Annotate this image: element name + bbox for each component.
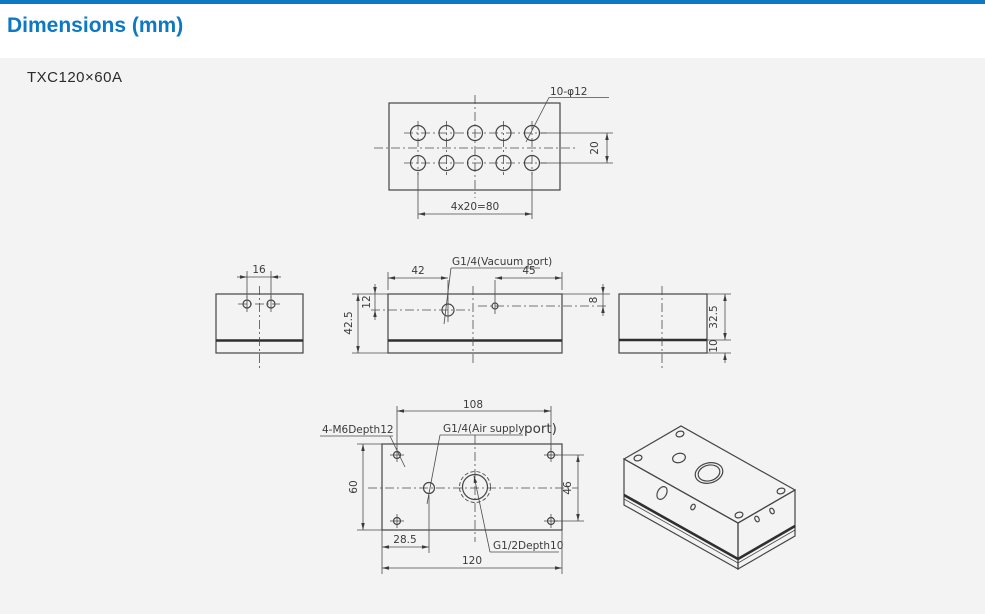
dim-depth: 60	[348, 480, 360, 493]
dim-mount-hole-span: 108	[463, 399, 483, 411]
top-accent-bar	[0, 0, 985, 4]
center-thread-label: G1/2Depth10	[493, 540, 563, 552]
right-side-view: 32.5 10	[618, 286, 731, 370]
front-view: G1/4(Vacuum port) 42 45 12 42.5	[343, 256, 610, 366]
dim-air-port-offset: 28.5	[393, 534, 416, 546]
dim-port-from-top: 12	[361, 295, 373, 308]
g12-thread-outer	[459, 471, 491, 503]
dim-port-from-left: 42	[411, 265, 424, 277]
g12-thread-inner	[461, 473, 489, 501]
page-title: Dimensions (mm)	[7, 14, 184, 37]
air-supply-label-suffix: port)	[524, 421, 557, 437]
through-holes	[409, 124, 541, 172]
dim-hole-from-right: 45	[522, 265, 535, 277]
dim-column-pitch: 4x20=80	[451, 201, 499, 213]
dim-mount-hole-pitch: 46	[562, 481, 574, 495]
iso-side-port-hole	[656, 486, 668, 500]
mount-thread-label: 4-M6Depth12	[322, 424, 394, 436]
left-side-view: 16	[215, 264, 304, 370]
dim-plate-height: 10	[708, 339, 720, 352]
top-hole-callout: 10-φ12	[550, 86, 587, 98]
iso-g12-hole-inner	[697, 464, 721, 482]
dim-body-height: 32.5	[708, 305, 720, 328]
iso-air-supply-hole	[672, 452, 686, 464]
dim-side-hole-pitch: 16	[252, 264, 266, 276]
bottom-view: 108 4-M6Depth12 G1/4(Air supply port) 60	[320, 399, 584, 574]
isometric-view	[622, 425, 797, 571]
dim-width: 120	[462, 555, 482, 567]
dim-total-height: 42.5	[343, 311, 355, 334]
air-supply-label: G1/4(Air supply	[443, 423, 524, 435]
m6-mount-holes	[390, 448, 558, 528]
vacuum-port-label: G1/4(Vacuum port)	[452, 256, 552, 268]
model-label: TXC120×60A	[27, 69, 123, 86]
technical-drawing: 10-φ12 20 4x20=80	[215, 86, 797, 574]
iso-g12-hole-outer	[694, 462, 724, 484]
dim-row-pitch: 20	[589, 141, 601, 154]
top-view: 10-φ12 20 4x20=80	[374, 86, 613, 219]
dim-hole-from-top: 8	[588, 297, 600, 304]
dimensions-panel: TXC120×60A	[0, 58, 985, 614]
